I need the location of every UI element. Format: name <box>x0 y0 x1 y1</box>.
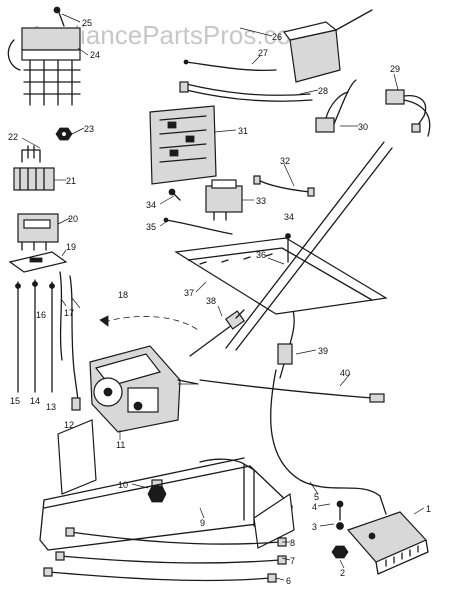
callout-15: 15 <box>10 396 20 406</box>
callout-34: 34 <box>146 200 156 210</box>
callout-33: 33 <box>256 196 266 206</box>
callout-17: 17 <box>64 308 74 318</box>
callout-28: 28 <box>318 86 328 96</box>
part-38-thermocouple[interactable] <box>189 309 246 357</box>
part-5-ignition-wire[interactable] <box>270 369 387 515</box>
callout-27: 27 <box>258 48 268 58</box>
leader-lines <box>21 13 425 581</box>
callout-14: 14 <box>30 396 40 406</box>
part-31-control-board[interactable] <box>149 105 217 185</box>
callout-36: 36 <box>256 250 266 260</box>
callout-38: 38 <box>206 296 216 306</box>
callout-35: 35 <box>146 222 156 232</box>
callout-19: 19 <box>66 242 76 252</box>
part-30-switch[interactable] <box>315 79 357 133</box>
part-28-wire-harness[interactable] <box>179 81 313 102</box>
part-35-wire[interactable] <box>163 217 233 235</box>
parts-13-17-wire-leads[interactable] <box>15 271 81 411</box>
callout-13: 13 <box>46 402 56 412</box>
callout-5: 5 <box>314 492 319 502</box>
callout-1: 1 <box>426 504 431 514</box>
callout-32: 32 <box>280 156 290 166</box>
callout-25: 25 <box>82 18 92 28</box>
callout-12: 12 <box>64 420 74 430</box>
callout-40: 40 <box>340 368 350 378</box>
part-21-terminal-block[interactable] <box>13 145 55 191</box>
part-34-screw-2[interactable] <box>285 233 291 263</box>
part-25-screw[interactable] <box>53 6 65 27</box>
callout-4: 4 <box>312 502 317 512</box>
callout-9: 9 <box>200 518 205 528</box>
part-9-burner-tube[interactable] <box>39 457 295 551</box>
callout-labels: 1 2 3 4 5 6 7 8 9 10 11 12 13 14 15 16 1… <box>8 18 431 586</box>
callout-2: 2 <box>340 568 345 578</box>
callout-24: 24 <box>90 50 100 60</box>
callout-37: 37 <box>184 288 194 298</box>
callout-39: 39 <box>318 346 328 356</box>
callout-11: 11 <box>116 440 125 450</box>
callout-10: 10 <box>118 480 128 490</box>
callout-6: 6 <box>286 576 291 586</box>
part-39-pilot[interactable] <box>277 305 295 379</box>
callout-34-b: 34 <box>284 212 294 222</box>
part-19-bracket[interactable] <box>8 251 68 273</box>
part-18-pointer <box>99 315 199 331</box>
callout-22: 22 <box>8 132 18 142</box>
part-20-relay[interactable] <box>17 213 59 251</box>
callout-26: 26 <box>272 32 282 42</box>
part-23-nut[interactable] <box>55 127 73 141</box>
callout-31: 31 <box>238 126 248 136</box>
callout-29: 29 <box>390 64 400 74</box>
callout-7: 7 <box>290 556 295 566</box>
part-29-switch[interactable] <box>385 89 431 137</box>
part-40-lead-wire[interactable] <box>199 379 385 403</box>
callout-16: 16 <box>36 310 46 320</box>
part-34-screw[interactable] <box>168 188 181 201</box>
part-12-tab[interactable] <box>57 419 97 495</box>
callout-18: 18 <box>118 290 128 300</box>
callout-30: 30 <box>358 122 368 132</box>
part-24-transformer[interactable] <box>7 27 81 106</box>
callout-23: 23 <box>84 124 94 134</box>
part-1-ignition-module[interactable] <box>346 511 429 575</box>
part-32-wire[interactable] <box>253 175 315 197</box>
parts-2-4-fasteners[interactable] <box>331 500 349 559</box>
callout-21: 21 <box>66 176 76 186</box>
part-33-relay[interactable] <box>205 179 243 221</box>
part-11-gas-valve[interactable] <box>89 345 199 433</box>
part-26-limit-switch[interactable] <box>282 9 373 83</box>
part-27-wire[interactable] <box>183 59 277 72</box>
part-36-rod[interactable] <box>225 141 393 351</box>
callout-3: 3 <box>312 522 317 532</box>
callout-20: 20 <box>68 214 78 224</box>
part-10-fitting[interactable] <box>147 479 167 503</box>
callout-8: 8 <box>290 538 295 548</box>
